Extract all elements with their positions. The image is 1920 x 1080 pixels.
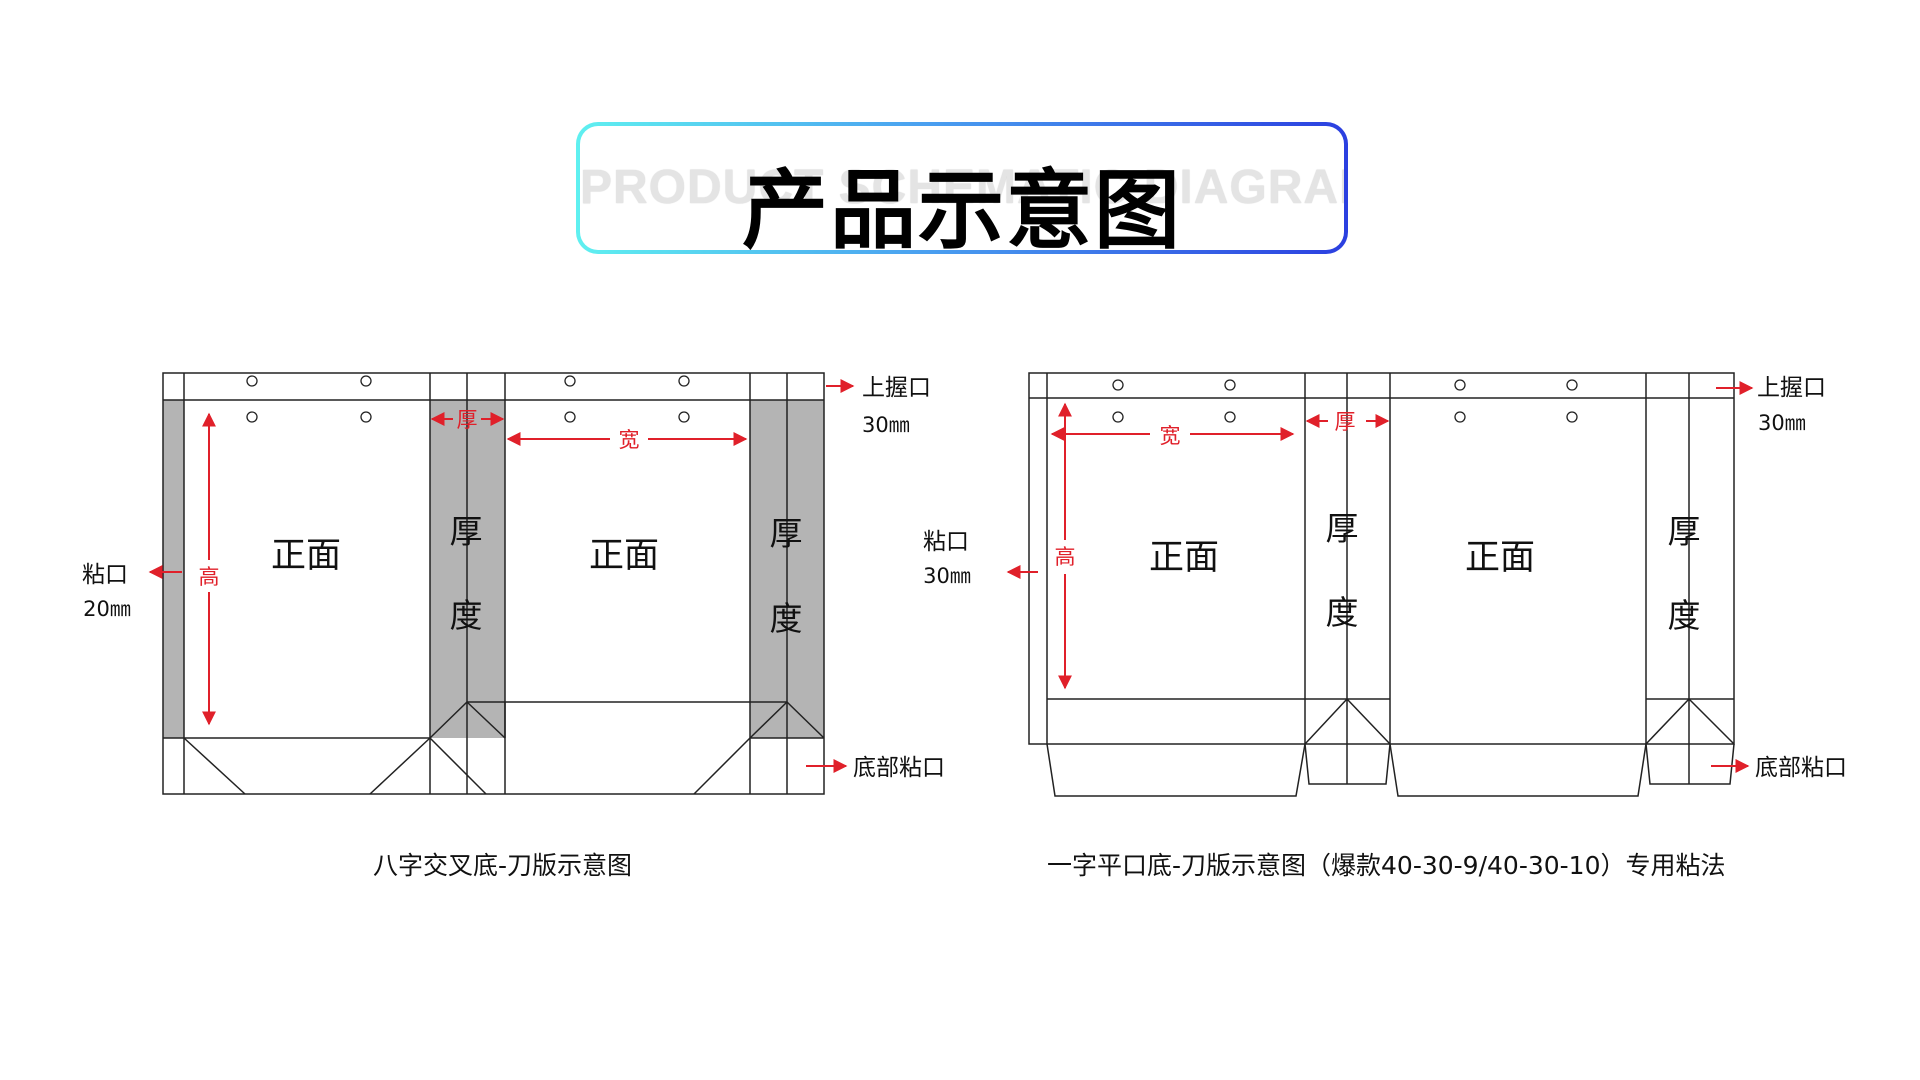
right-dimension-arrows	[1006, 381, 1754, 773]
left-handle-holes	[246, 375, 690, 423]
right-dieline	[1028, 372, 1735, 797]
left-dimension-arrows	[148, 379, 855, 773]
right-bottom-flap-2	[1304, 743, 1391, 785]
right-bottom-glue-label: 底部粘口	[1755, 755, 1847, 781]
left-top-fold-size: 30㎜	[862, 413, 910, 437]
left-height-label: 高	[199, 565, 220, 589]
right-glue-flap-label: 粘口	[923, 529, 969, 555]
right-gusset-1-top-label: 厚	[1326, 509, 1359, 548]
left-gusset-2-bottom-label: 度	[770, 599, 803, 638]
right-front-1-label: 正面	[1149, 538, 1219, 578]
right-handle-holes	[1112, 379, 1578, 423]
right-gusset-2-bottom-label: 度	[1668, 596, 1701, 635]
right-top-fold-size: 30㎜	[1758, 411, 1806, 435]
left-gusset-2-top-label: 厚	[770, 514, 803, 553]
right-labels: 正面 正面 厚 度 厚 度 高 宽 厚 粘口 30㎜ 上握口 30㎜ 底部粘口	[923, 375, 1847, 781]
left-gusset-1-bottom-label: 度	[450, 596, 483, 635]
right-bottom-flap-4	[1645, 743, 1735, 785]
left-front-1-label: 正面	[271, 536, 341, 576]
right-outline	[1028, 372, 1735, 745]
left-front-2-label: 正面	[589, 536, 659, 576]
right-gusset-2-top-label: 厚	[1668, 512, 1701, 551]
left-width-label: 宽	[619, 428, 640, 452]
left-outline	[162, 372, 825, 795]
left-top-fold-label: 上握口	[862, 375, 931, 401]
left-labels: 正面 正面 厚 度 厚 度 高 厚 宽 粘口 20㎜ 上握口 30㎜ 底部粘口	[82, 375, 945, 781]
title-banner-inner: PRODUCT SCHEMATIC DIAGRAM 产品示意图	[580, 126, 1344, 250]
right-height-label: 高	[1055, 545, 1076, 569]
right-diagram-caption: 一字平口底-刀版示意图（爆款40-30-9/40-30-10）专用粘法	[1047, 851, 1726, 880]
left-thickness-label: 厚	[457, 408, 478, 432]
right-gusset-1-bottom-label: 度	[1326, 593, 1359, 632]
right-top-fold-label: 上握口	[1757, 375, 1826, 401]
right-width-label: 宽	[1160, 424, 1181, 448]
left-dieline	[162, 372, 825, 795]
left-glue-flap-label: 粘口	[82, 562, 128, 588]
right-glue-flap-size: 30㎜	[923, 564, 971, 588]
left-bottom-glue-label: 底部粘口	[853, 755, 945, 781]
right-front-2-label: 正面	[1465, 538, 1535, 578]
right-bottom-flap-1	[1046, 743, 1306, 797]
title-background-text: PRODUCT SCHEMATIC DIAGRAM	[580, 161, 1344, 214]
right-thickness-label: 厚	[1335, 410, 1356, 434]
left-glue-flap-size: 20㎜	[83, 597, 131, 621]
left-gusset-1-top-label: 厚	[450, 512, 483, 551]
left-glue-flap-fill	[163, 400, 184, 738]
title-banner: PRODUCT SCHEMATIC DIAGRAM 产品示意图	[576, 122, 1348, 254]
right-bottom-flap-3	[1389, 743, 1647, 797]
page-title: 产品示意图	[742, 161, 1182, 250]
left-diagram-caption: 八字交叉底-刀版示意图	[373, 851, 633, 880]
